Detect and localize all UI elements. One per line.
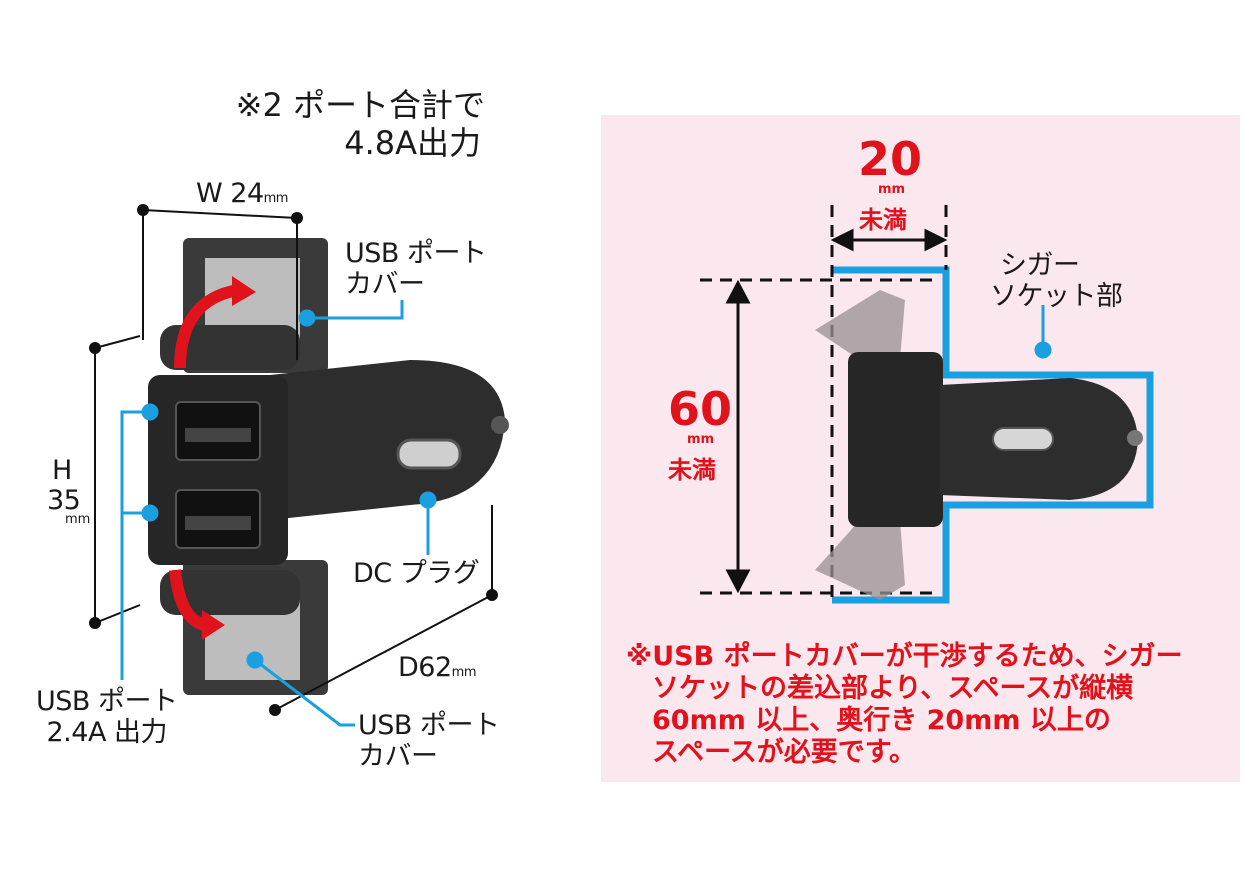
height-unit: mm xyxy=(65,512,91,527)
side-plug-tip xyxy=(1127,430,1143,446)
width-arrow-right xyxy=(924,228,948,252)
bottom-hinge xyxy=(160,570,300,615)
callout-usb-port xyxy=(120,410,150,680)
socket-outline xyxy=(832,266,1154,604)
height-ext-bottom xyxy=(94,604,141,624)
side-block xyxy=(848,352,943,527)
note-line-1: ※2 ポート合計で xyxy=(235,86,485,124)
side-dim-unit: mm xyxy=(687,432,715,447)
top-dim-unit: mm xyxy=(878,182,906,197)
socket-label: シガーソケット部 xyxy=(990,250,1123,312)
depth-label: D62mm xyxy=(398,652,476,683)
note-line: ※USB ポートカバーが干渉するため、シガー xyxy=(626,641,1183,672)
callout-top-cover-dot xyxy=(298,309,316,327)
side-dim-text: 未満 xyxy=(668,456,716,484)
dc-plug-label: DC プラグ xyxy=(353,558,480,589)
width-arrow-left xyxy=(830,228,854,252)
depth-dot-left xyxy=(269,704,281,716)
callout-dc-plug-dot xyxy=(419,491,437,509)
top-rotate-arrow xyxy=(174,284,240,369)
socket-callout-dot xyxy=(1034,341,1052,359)
plug-contact xyxy=(396,438,462,470)
height-label-num: 35 xyxy=(47,485,81,516)
width-label: W 24mm xyxy=(196,178,288,209)
depth-dim-line xyxy=(274,594,493,711)
side-dim-num: 60 xyxy=(668,382,733,436)
height-label-h: H xyxy=(52,455,72,486)
top-hinge xyxy=(160,325,300,370)
top-arrowhead xyxy=(232,276,256,306)
plug-tip xyxy=(491,416,509,434)
usb-slot-1-tongue xyxy=(185,428,251,442)
height-arrow-bottom xyxy=(725,569,751,594)
note-line: 60mm 以上、奥行き 20mm 以上の xyxy=(652,705,1111,736)
width-dim-line xyxy=(142,209,298,219)
callout-usb-dot-1 xyxy=(141,403,159,421)
top-dim-num: 20 xyxy=(858,132,923,186)
ghost-cover-top xyxy=(815,290,905,360)
bottom-rotate-arrow xyxy=(169,569,207,631)
note-line: スペースが必要です。 xyxy=(652,737,917,768)
callout-usb-dot-2 xyxy=(141,504,159,522)
clearance-note: ※USB ポートカバーが干渉するため、シガー ソケットの差込部より、スペースが縦… xyxy=(626,641,1183,769)
callout-top-cover xyxy=(307,300,404,320)
top-dim-text: 未満 xyxy=(859,206,907,234)
note-line: ソケットの差込部より、スペースが縦横 xyxy=(652,673,1134,704)
bottom-arrowhead xyxy=(202,610,225,640)
callout-bottom-cover xyxy=(254,658,355,727)
side-plug-contact xyxy=(992,427,1054,451)
callout-bottom-cover-dot xyxy=(246,651,264,669)
ghost-cover-bottom xyxy=(815,520,905,600)
height-ext-top xyxy=(94,335,141,349)
usb-slot-2-tongue xyxy=(185,516,251,530)
dc-plug-body xyxy=(270,360,505,520)
usb-cover-bottom-label: USB ポートカバー xyxy=(358,710,500,772)
height-arrow-top xyxy=(725,279,751,304)
usb-cover-top-label: USB ポートカバー xyxy=(345,238,487,300)
port-total-note: ※2 ポート合計で 4.8A出力 xyxy=(215,86,485,162)
note-line-2: 4.8A出力 xyxy=(344,124,481,162)
